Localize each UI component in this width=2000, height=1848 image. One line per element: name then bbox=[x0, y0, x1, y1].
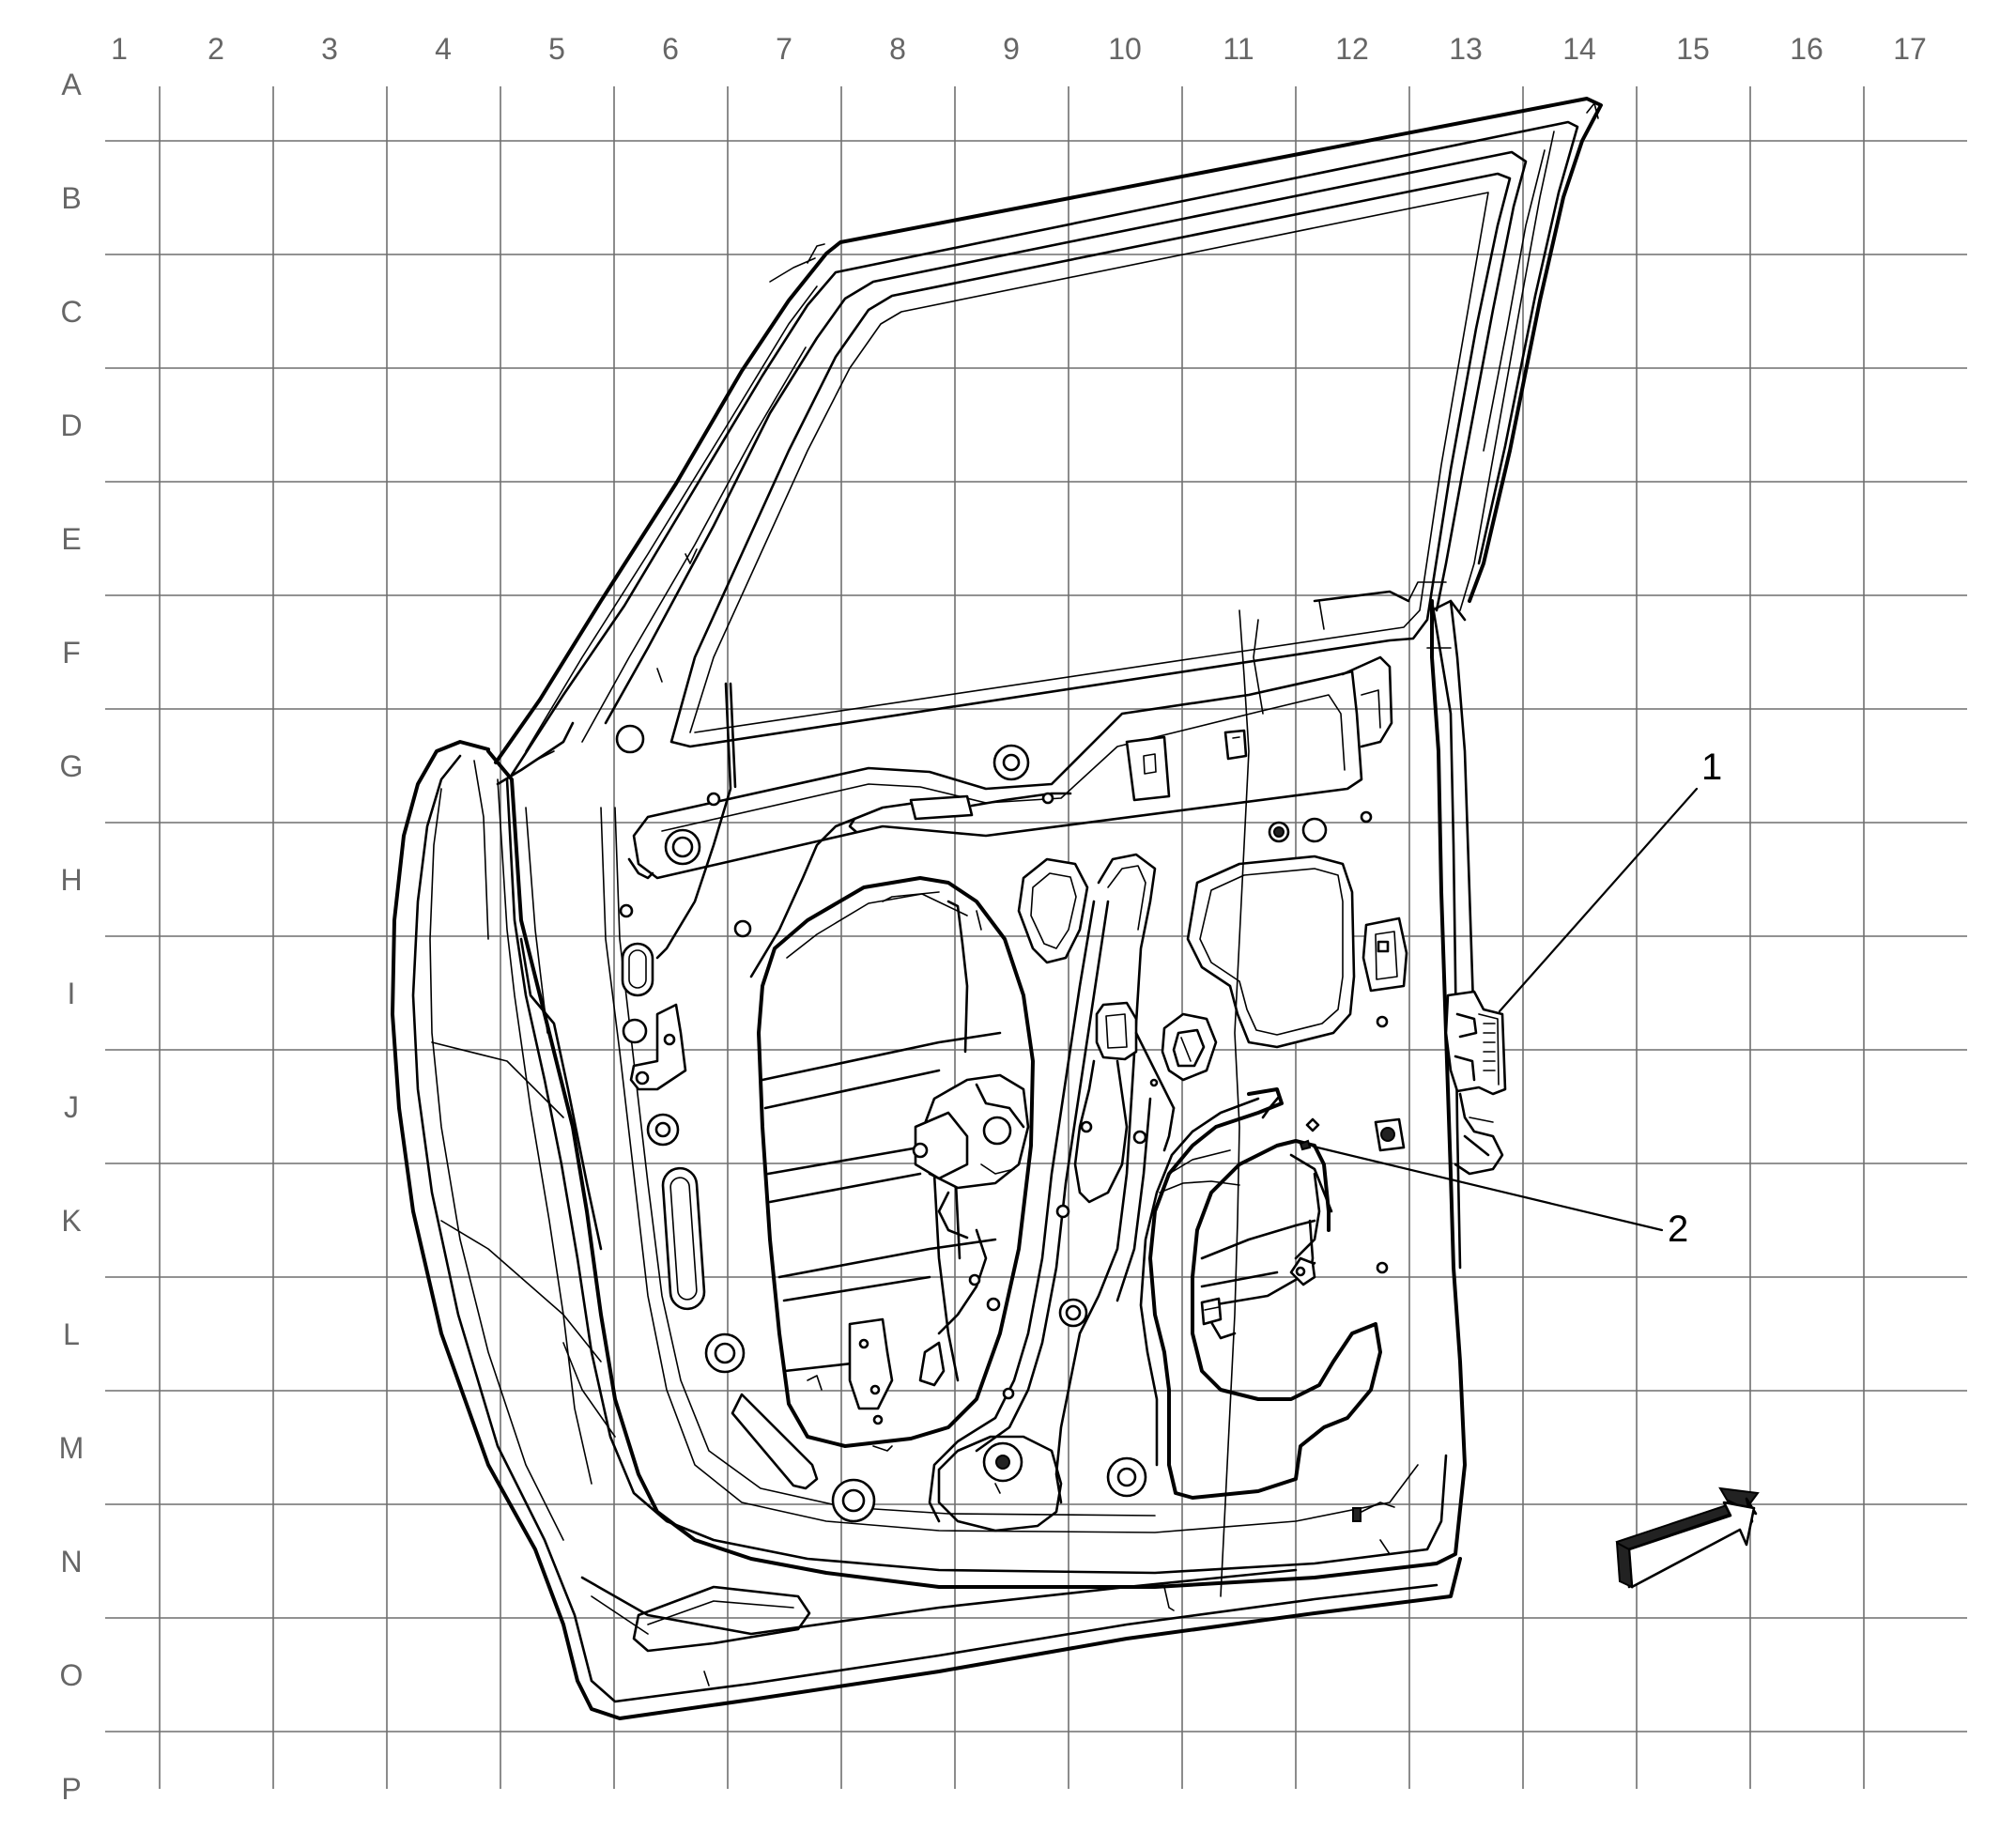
lower-drain-slot bbox=[632, 1585, 811, 1653]
grid-row-label: O bbox=[60, 1658, 84, 1692]
callout-leaders bbox=[1312, 787, 1699, 1232]
grid-row-label: I bbox=[68, 977, 76, 1010]
window-opening bbox=[669, 172, 1512, 748]
harness-clip-fastener bbox=[1305, 1117, 1320, 1132]
grid-row-label: H bbox=[60, 863, 82, 897]
access-opening-right-lower bbox=[1148, 1087, 1382, 1500]
callout-1-leader bbox=[1498, 787, 1699, 1013]
window-frame-inner bbox=[604, 150, 1528, 725]
grid-column-label: 6 bbox=[662, 32, 679, 66]
lower-harness-loop bbox=[937, 1435, 1063, 1532]
grid-column-label: 14 bbox=[1562, 32, 1596, 66]
grid-column-label: 16 bbox=[1790, 32, 1823, 66]
grid-row-label: G bbox=[60, 749, 84, 783]
grid-column-label: 8 bbox=[889, 32, 906, 66]
belt-line-reinforcement bbox=[632, 670, 1363, 880]
grid-column-label: 9 bbox=[1003, 32, 1020, 66]
callout-numbers: 1 2 bbox=[1668, 747, 1722, 1250]
grid-column-label: 15 bbox=[1676, 32, 1710, 66]
window-frame-outer-2 bbox=[510, 120, 1579, 777]
callout-2-leader bbox=[1312, 1145, 1664, 1232]
door-outer-skin-edge bbox=[391, 740, 1462, 1720]
grid-column-label: 1 bbox=[111, 32, 128, 66]
grid-column-label: 11 bbox=[1223, 32, 1254, 66]
grid-row-label: J bbox=[64, 1090, 79, 1124]
grid-row-label: L bbox=[63, 1317, 80, 1351]
grid-row-label: K bbox=[61, 1204, 81, 1238]
grid-column-label: 12 bbox=[1335, 32, 1369, 66]
grid-column-label: 10 bbox=[1108, 32, 1142, 66]
access-opening-left bbox=[757, 876, 1035, 1448]
grid-column-label: 17 bbox=[1893, 32, 1927, 66]
grid-row-label: M bbox=[59, 1431, 85, 1465]
door-assembly bbox=[391, 97, 1603, 1720]
grid-row-labels: A B C D E F G H I J K L M N O P bbox=[59, 68, 85, 1806]
grid-column-label: 2 bbox=[208, 32, 224, 66]
lock-bracket bbox=[629, 1003, 687, 1091]
callout-2-number: 2 bbox=[1668, 1209, 1688, 1250]
grid-row-label: E bbox=[61, 522, 81, 556]
grid-column-label: 3 bbox=[321, 32, 338, 66]
inner-panel-outline bbox=[486, 599, 1467, 1589]
harness-connector-j10 bbox=[1095, 1001, 1138, 1061]
grid-row-label: A bbox=[61, 68, 82, 101]
window-frame-outer bbox=[494, 97, 1603, 764]
reference-grid bbox=[105, 86, 1967, 1789]
vertical-slot-k6 bbox=[661, 1166, 706, 1311]
forward-direction-arrow-icon bbox=[1615, 1486, 1760, 1589]
upper-wire-harness bbox=[749, 801, 931, 978]
access-opening-right-upper bbox=[1186, 855, 1356, 1049]
grid-row-label: D bbox=[60, 408, 82, 442]
grid-column-label: 4 bbox=[435, 32, 452, 66]
handle-bracket bbox=[1125, 735, 1171, 802]
callout-1-number: 1 bbox=[1701, 747, 1722, 788]
grid-column-label: 13 bbox=[1449, 32, 1483, 66]
grid-column-label: 7 bbox=[776, 32, 792, 66]
window-regulator-motor-connector bbox=[1444, 990, 1507, 1096]
grid-row-label: P bbox=[61, 1772, 81, 1806]
grid-row-label: F bbox=[62, 636, 81, 670]
grid-column-label: 5 bbox=[548, 32, 565, 66]
grid-row-label: B bbox=[61, 181, 81, 215]
grid-row-label: C bbox=[60, 295, 82, 329]
window-opening-inner bbox=[689, 192, 1489, 733]
grid-row-label: N bbox=[60, 1545, 82, 1578]
